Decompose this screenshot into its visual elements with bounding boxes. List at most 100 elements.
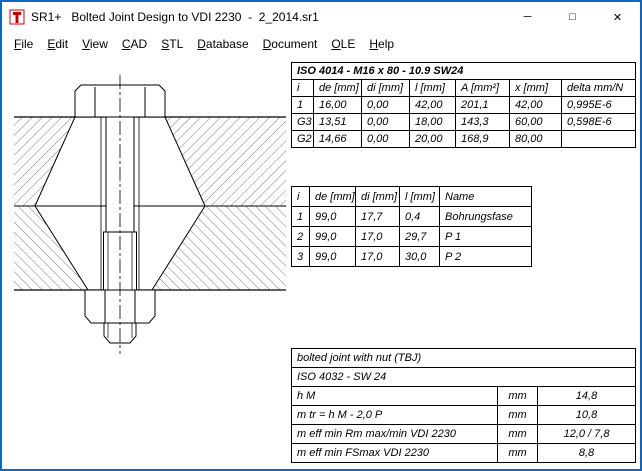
data-cell: 2 [291, 226, 310, 247]
data-cell: 60,00 [509, 113, 562, 131]
column-header: l [mm] [409, 79, 456, 97]
parameter-value: 14,8 [536, 386, 637, 406]
data-cell: 1 [291, 96, 314, 114]
data-cell: 30,0 [399, 246, 440, 267]
data-cell: 16,00 [313, 96, 362, 114]
column-header: delta mm/N [560, 79, 637, 97]
menu-item-stl[interactable]: STL [161, 37, 184, 51]
app-icon [9, 9, 25, 25]
data-cell: 0,00 [361, 113, 410, 131]
parameter-label: m eff min Rm max/min VDI 2230 [291, 424, 498, 444]
parameter-unit: mm [497, 386, 538, 406]
data-cell: 143,3 [455, 113, 510, 131]
parameter-unit: mm [497, 424, 538, 444]
parameter-label: h M [291, 386, 498, 406]
data-cell: 0,598E-6 [560, 113, 637, 131]
data-cell: 1 [291, 206, 310, 227]
data-cell: P 2 [439, 246, 532, 267]
nut-table-header-row: ISO 4032 - SW 24 [290, 367, 637, 387]
parameter-unit: mm [497, 405, 538, 425]
menu-item-cad[interactable]: CAD [121, 37, 148, 51]
data-cell: 17,0 [355, 246, 400, 267]
data-cell: Bohrungsfase [439, 206, 532, 227]
nut-table-header: ISO 4032 - SW 24 [290, 367, 637, 387]
data-cell: 99,0 [309, 226, 356, 247]
data-cell: 29,7 [399, 226, 440, 247]
parameter-unit: mm [497, 443, 538, 463]
nut-table-header-row: bolted joint with nut (TBJ) [290, 348, 637, 368]
column-header: i [291, 186, 310, 207]
column-header: i [291, 79, 314, 97]
close-button[interactable]: ✕ [612, 11, 623, 24]
data-cell [560, 130, 637, 148]
data-cell: 17,7 [355, 206, 400, 227]
column-header: de [mm] [309, 186, 356, 207]
data-cell: 18,00 [409, 113, 456, 131]
data-cell: 14,66 [313, 130, 362, 148]
menu-item-ole[interactable]: OLE [331, 37, 356, 51]
column-header: di [mm] [355, 186, 400, 207]
nut-table: bolted joint with nut (TBJ)ISO 4032 - SW… [290, 348, 637, 463]
data-cell: 99,0 [309, 206, 356, 227]
window-title: SR1+ Bolted Joint Design to VDI 2230 - 2… [31, 10, 319, 24]
data-cell: P 1 [439, 226, 532, 247]
data-cell: G2 [291, 130, 314, 148]
data-cell: 42,00 [409, 96, 456, 114]
column-header: di [mm] [361, 79, 410, 97]
menu-item-edit[interactable]: Edit [47, 37, 69, 51]
menu-item-database[interactable]: Database [197, 37, 249, 51]
clamped-plates [14, 116, 286, 291]
maximize-button[interactable]: □ [569, 11, 576, 23]
menu-item-document[interactable]: Document [262, 37, 318, 51]
data-cell: 0,995E-6 [560, 96, 637, 114]
column-header: x [mm] [509, 79, 562, 97]
title-bar: SR1+ Bolted Joint Design to VDI 2230 - 2… [2, 2, 640, 32]
data-cell: 42,00 [509, 96, 562, 114]
bolt-table-title: ISO 4014 - M16 x 80 - 10.9 SW24 [290, 62, 637, 80]
column-header: de [mm] [313, 79, 362, 97]
data-cell: 0,00 [361, 130, 410, 148]
data-cell: 20,00 [409, 130, 456, 148]
data-cell: G3 [291, 113, 314, 131]
nut-table-body: bolted joint with nut (TBJ)ISO 4032 - SW… [290, 348, 637, 463]
data-cell: 201,1 [455, 96, 510, 114]
parameter-label: m eff min FSmax VDI 2230 [291, 443, 498, 463]
menu-item-file[interactable]: File [14, 37, 34, 51]
minimize-button[interactable]: ─ [523, 11, 532, 23]
data-cell: 168,9 [455, 130, 510, 148]
parameter-value: 8,8 [536, 443, 637, 463]
data-cell: 99,0 [309, 246, 356, 267]
menu-item-view[interactable]: View [82, 37, 108, 51]
data-cell: 13,51 [313, 113, 362, 131]
parameter-label: m tr = h M - 2,0 P [291, 405, 498, 425]
parameter-value: 10,8 [536, 405, 637, 425]
menu-item-help[interactable]: Help [369, 37, 395, 51]
data-cell: 3 [291, 246, 310, 267]
column-header: A [mm²] [455, 79, 510, 97]
bolt-table-title-row: ISO 4014 - M16 x 80 - 10.9 SW24 [290, 62, 637, 80]
column-header: l [mm] [399, 186, 440, 207]
data-cell: 0,4 [399, 206, 440, 227]
column-header: Name [439, 186, 532, 207]
data-cell: 80,00 [509, 130, 562, 148]
nut-table-header: bolted joint with nut (TBJ) [290, 348, 637, 368]
bolted-joint-drawing [14, 75, 286, 354]
data-cell: 17,0 [355, 226, 400, 247]
